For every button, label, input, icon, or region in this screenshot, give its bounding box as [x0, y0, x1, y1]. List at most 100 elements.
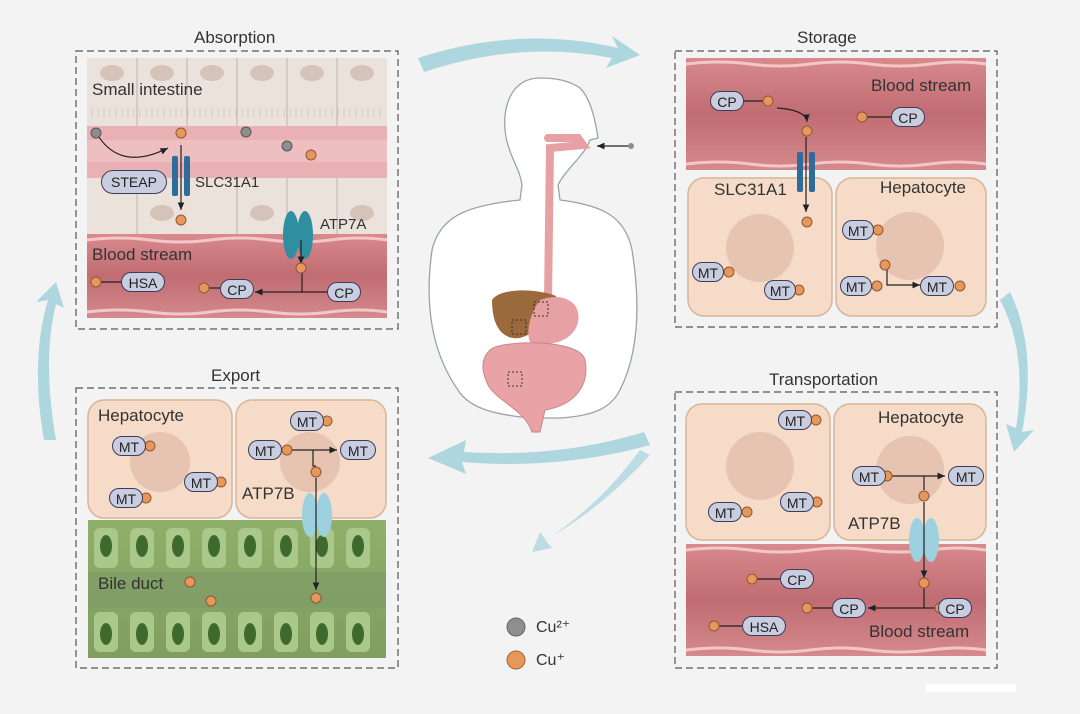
slc31a1-transporter-storage: [797, 152, 815, 192]
cp-carrier-absorption-2: CP: [327, 282, 361, 302]
cycle-arrow-left: [36, 282, 64, 440]
slc31a1-label-storage: SLC31A1: [714, 180, 787, 199]
export-title: Export: [207, 366, 265, 386]
cycle-arrow-bottom-2: [532, 450, 650, 552]
cycle-arrow-bottom: [428, 432, 650, 474]
cu1-ion-storage-10: [954, 280, 966, 292]
atp7b-pump-transport: [909, 518, 939, 562]
mt-protein-transport-5: MT: [948, 466, 984, 486]
mt-protein-export-2: MT: [109, 488, 143, 508]
legend-cu1-label: Cu⁺: [536, 652, 565, 669]
transportation-title: Transportation: [765, 370, 882, 390]
cp-carrier-storage-2: CP: [891, 107, 925, 127]
hepatocyte-label-storage: Hepatocyte: [880, 178, 966, 197]
mt-protein-storage-3: MT: [764, 280, 796, 300]
cu2-ion-absorption-1: [90, 127, 102, 139]
mt-protein-transport-2: MT: [708, 502, 742, 522]
atp7a-label: ATP7A: [320, 216, 367, 233]
cu1-ion-export-1: [144, 440, 156, 452]
cu1-ion-export-5: [281, 444, 293, 456]
cp-carrier-transport-2: CP: [832, 598, 866, 618]
cu1-ion-absorption-6: [198, 282, 210, 294]
cu1-ion-transport-8: [801, 602, 813, 614]
cu1-ion-storage-6: [723, 266, 735, 278]
cp-carrier-storage-1: CP: [710, 91, 744, 111]
cu1-ion-storage-1: [762, 95, 774, 107]
cu1-ion-storage-8: [879, 259, 891, 271]
bile-duct-label: Bile duct: [98, 574, 164, 593]
cu1-ion-absorption-2: [305, 149, 317, 161]
slc31a1-transporter-absorption: [172, 156, 190, 196]
blood-stream-label-transport: Blood stream: [869, 622, 970, 641]
steap-protein: STEAP: [101, 170, 167, 194]
cu1-ion-transport-2: [741, 506, 753, 518]
storage-title: Storage: [793, 28, 861, 48]
mt-protein-export-3: MT: [184, 472, 218, 492]
slc31a1-label-absorption: SLC31A1: [195, 174, 260, 191]
cu1-ion-export-9: [310, 592, 322, 604]
blood-stream-label-storage: Blood stream: [871, 76, 972, 95]
mt-protein-transport-4: MT: [852, 466, 886, 486]
hepatocyte-storage-left: [687, 177, 833, 317]
mt-protein-transport-1: MT: [778, 410, 812, 430]
mt-protein-export-6: MT: [340, 440, 376, 460]
cu1-ion-export-7: [184, 576, 196, 588]
cu1-ion-storage-4: [801, 216, 813, 228]
mt-protein-export-5: MT: [248, 440, 282, 460]
panel-transportation: [674, 391, 998, 669]
absorption-title: Absorption: [190, 28, 280, 48]
cu1-ion-absorption-1: [175, 127, 187, 139]
cp-carrier-transport-3: CP: [938, 598, 972, 618]
cycle-arrow-right: [1000, 292, 1034, 452]
legend-markers: [506, 617, 526, 670]
cp-carrier-transport-1: CP: [780, 569, 814, 589]
stomach: [528, 296, 579, 344]
legend-cu2-swatch: [506, 617, 526, 637]
legend-cu2-label: Cu²⁺: [536, 619, 571, 636]
mt-protein-storage-2: MT: [692, 262, 724, 282]
atp7b-label-transport: ATP7B: [848, 514, 901, 533]
atp7b-pump-export: [302, 493, 332, 537]
cu1-ion-storage-2: [801, 125, 813, 137]
cycle-arrow-top: [418, 36, 640, 72]
intestinal-epithelium: [87, 58, 387, 234]
panel-absorption: [75, 50, 399, 330]
blood-vessel-storage: [685, 58, 987, 170]
panel-export: [75, 387, 399, 669]
hepatocyte-export-right: [235, 399, 387, 519]
hsa-carrier-transport: HSA: [742, 616, 786, 636]
cu1-ion-transport-6: [918, 577, 930, 589]
cu2-ion-absorption-2: [240, 126, 252, 138]
mt-protein-export-4: MT: [290, 411, 324, 431]
human-body: [428, 77, 638, 433]
cu1-ion-storage-5: [872, 224, 884, 236]
legend-cu1-swatch: [506, 650, 526, 670]
mt-protein-storage-4: MT: [840, 276, 872, 296]
blood-stream-label-absorption: Blood stream: [92, 245, 193, 264]
mt-protein-transport-3: MT: [780, 492, 814, 512]
bile-duct-tissue: [88, 520, 386, 658]
cu1-ion-storage-9: [871, 280, 883, 292]
cu1-ion-transport-7: [746, 573, 758, 585]
cu1-ion-export-6: [310, 466, 322, 478]
hsa-carrier-absorption: HSA: [121, 272, 165, 292]
watermark-bar: [926, 684, 1016, 692]
mt-protein-export-1: MT: [112, 436, 146, 456]
atp7b-label-export: ATP7B: [242, 484, 295, 503]
cu1-ion-transport-1: [810, 414, 822, 426]
hepatocyte-label-export: Hepatocyte: [98, 406, 184, 425]
cu1-ion-absorption-5: [90, 276, 102, 288]
cu1-ion-export-8: [205, 595, 217, 607]
hepatocyte-transport-right: [833, 403, 987, 541]
cu1-ion-transport-5: [918, 490, 930, 502]
intestine: [482, 342, 587, 433]
cu1-ion-absorption-4: [295, 262, 307, 274]
small-intestine-label: Small intestine: [92, 80, 203, 99]
mt-protein-storage-5: MT: [920, 276, 954, 296]
cu1-ion-absorption-3: [175, 214, 187, 226]
mt-protein-storage-1: MT: [842, 220, 874, 240]
hepatocyte-label-transport: Hepatocyte: [878, 408, 964, 427]
cycle-arrows: [36, 36, 1034, 552]
blood-vessel-transport: [685, 544, 987, 656]
